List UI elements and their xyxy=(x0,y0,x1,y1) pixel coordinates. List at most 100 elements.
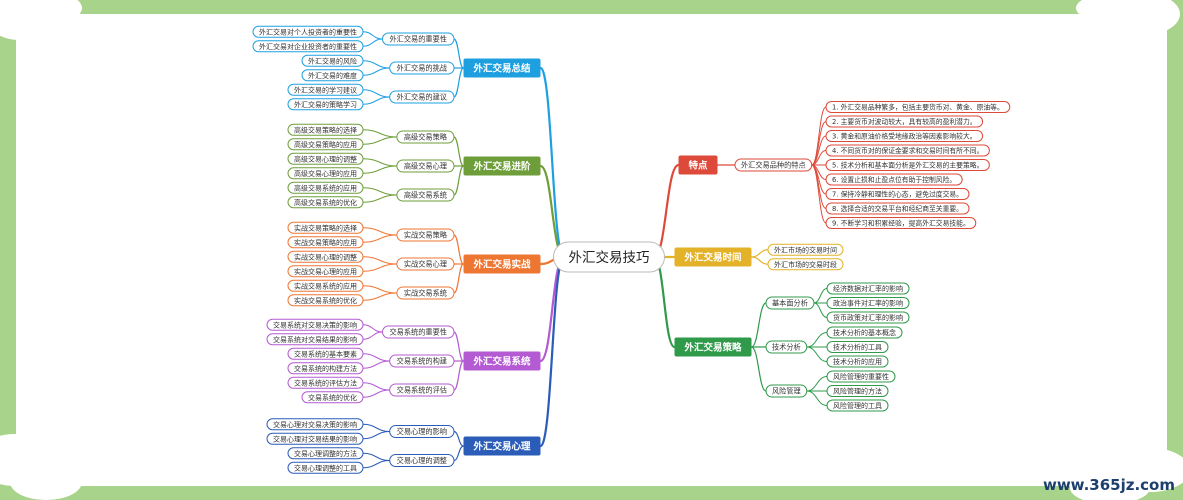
leaf-item: 外汇交易对个人投资者的重要性 xyxy=(252,25,364,38)
leaf-item: 交易系统的优化 xyxy=(301,391,364,404)
leaf-item: 1. 外汇交易品种繁多，包括主要货币对、黄金、原油等。 xyxy=(825,101,1011,113)
leaf-item-box xyxy=(826,385,889,397)
node-label: 外汇交易系统 xyxy=(472,355,531,367)
leaf-item: 交易系统对交易结果的影响 xyxy=(266,333,364,346)
node-label: 9. 不断学习和积累经验，提高外汇交易技能。 xyxy=(832,218,970,227)
leaf-item: 高级交易策略的选择 xyxy=(287,123,364,136)
node-label: 风险管理的重要性 xyxy=(833,372,889,381)
subtopic-box xyxy=(396,257,455,271)
subtopic-box xyxy=(389,425,455,438)
leaf-item: 7. 保持冷静和理性的心态，避免过度交易。 xyxy=(825,188,970,200)
leaf-item-box xyxy=(287,221,364,234)
node-label: 实战交易策略的选择 xyxy=(294,223,357,232)
node-label: 外汇交易时间 xyxy=(683,251,741,263)
leaf-item: 技术分析的工具 xyxy=(826,341,889,353)
subtopic-box xyxy=(389,61,455,75)
node-label: 交易心理调整的工具 xyxy=(294,463,357,472)
subtopic: 技术分析 xyxy=(765,340,808,354)
subtopic: 交易心理的影响 xyxy=(389,425,455,438)
link-leaf xyxy=(362,96,390,105)
node-label: 高级交易心理的调整 xyxy=(294,154,357,163)
leaf-item-box xyxy=(252,40,364,53)
leaf-item: 实战交易心理的调整 xyxy=(287,250,364,263)
leaf-item-box xyxy=(287,196,364,209)
leaf-item: 交易系统的基本要素 xyxy=(287,347,364,360)
node-label: 2. 主要货币对波动较大，具有较高的盈利潜力。 xyxy=(832,117,977,126)
subtopic: 实战交易系统 xyxy=(396,286,455,300)
leaf-item: 经济数据对汇率的影响 xyxy=(826,282,910,295)
node-label: 实战交易心理的应用 xyxy=(294,267,357,276)
leaf-item-box xyxy=(287,181,364,194)
leaf-item-box xyxy=(825,130,984,142)
leaf-item: 外汇交易对企业投资者的重要性 xyxy=(252,40,364,53)
node-label: 交易系统的构建 xyxy=(397,357,447,366)
node-label: 外汇交易策略 xyxy=(683,341,742,353)
leaf-item: 实战交易策略的选择 xyxy=(287,221,364,234)
center-topic: 外汇交易技巧 xyxy=(553,241,665,273)
node-label: 高级交易心理 xyxy=(404,162,447,171)
node-label: 8. 选择合适的交易平台和经纪商至关重要。 xyxy=(832,204,963,213)
leaf-item: 高级交易心理的应用 xyxy=(287,167,364,180)
leaf-item: 风险管理的方法 xyxy=(826,385,889,397)
link-subtopic xyxy=(453,67,465,98)
leaf-item-box xyxy=(287,83,364,96)
node-label: 实战交易系统 xyxy=(404,289,447,298)
leaf-item-box xyxy=(825,173,963,186)
leaf-item: 4. 不同货币对的保证金要求和交易时间有所不同。 xyxy=(825,144,990,157)
leaf-item-box xyxy=(287,347,364,360)
canvas-cloud xyxy=(10,464,82,500)
subtopic: 外汇市场的交易时间 xyxy=(767,243,844,256)
node-label: 基本面分析 xyxy=(772,299,808,308)
link-leaf xyxy=(362,292,397,301)
link-leaf xyxy=(362,460,390,469)
branch-advanced: 外汇交易进阶 xyxy=(463,156,541,176)
watermark: www.365jz.com xyxy=(1042,476,1175,494)
leaf-item: 9. 不断学习和积累经验，提高外汇交易技能。 xyxy=(825,217,977,229)
node-label: 交易心理对交易结果的影响 xyxy=(273,434,357,443)
node-label: 外汇交易的挑战 xyxy=(397,64,447,73)
subtopic: 外汇交易品种的特点 xyxy=(734,158,813,172)
subtopic-box xyxy=(767,258,844,271)
node-label: 外汇交易技巧 xyxy=(569,249,650,266)
node-label: 交易系统的构建方法 xyxy=(294,364,357,373)
leaf-item: 政治事件对汇率的影响 xyxy=(826,297,910,309)
node-label: 5. 技术分析和基本面分析是外汇交易的主要策略。 xyxy=(832,160,983,169)
link-subtopic xyxy=(751,256,769,265)
branch-features-box xyxy=(678,155,718,175)
node-label: 实战交易策略 xyxy=(404,231,448,240)
leaf-item: 6. 设置止损和止盈点位有助于控制风险。 xyxy=(825,173,963,186)
link-leaf xyxy=(362,431,390,440)
node-label: 外汇交易进阶 xyxy=(472,160,531,172)
node-label: 交易心理的影响 xyxy=(397,427,447,436)
node-label: 7. 保持冷静和理性的心态，避免过度交易。 xyxy=(832,189,963,198)
leaf-item-box xyxy=(301,69,364,82)
node-label: 货币政策对汇率的影响 xyxy=(833,313,903,322)
leaf-item: 外汇交易的学习建议 xyxy=(287,83,364,96)
subtopic: 交易系统的评估 xyxy=(389,383,455,397)
center-topic-box xyxy=(553,241,665,273)
subtopic: 基本面分析 xyxy=(765,296,815,310)
node-label: 风险管理的工具 xyxy=(833,401,882,410)
node-label: 高级交易心理的应用 xyxy=(294,169,357,178)
subtopic-box xyxy=(765,340,808,354)
leaf-item-box xyxy=(287,294,364,307)
link-leaf xyxy=(362,389,390,398)
leaf-item-box xyxy=(301,391,364,404)
link-subtopic xyxy=(453,331,465,362)
leaf-item: 交易心理调整的方法 xyxy=(287,447,364,460)
node-label: 技术分析 xyxy=(772,343,801,352)
node-label: 外汇交易心理 xyxy=(472,440,531,452)
subtopic-box xyxy=(765,296,815,310)
branch-time: 外汇交易时间 xyxy=(674,247,752,267)
branch-system-box xyxy=(463,351,541,371)
subtopic-box xyxy=(396,130,455,144)
node-label: 外汇交易总结 xyxy=(472,62,531,74)
subtopic-box xyxy=(396,188,455,202)
node-label: 交易心理的调整 xyxy=(397,456,447,465)
subtopic: 外汇交易的建议 xyxy=(389,90,455,104)
node-label: 技术分析的工具 xyxy=(833,343,882,352)
leaf-item-box xyxy=(826,355,889,368)
node-label: 交易系统对交易结果的影响 xyxy=(273,335,357,344)
